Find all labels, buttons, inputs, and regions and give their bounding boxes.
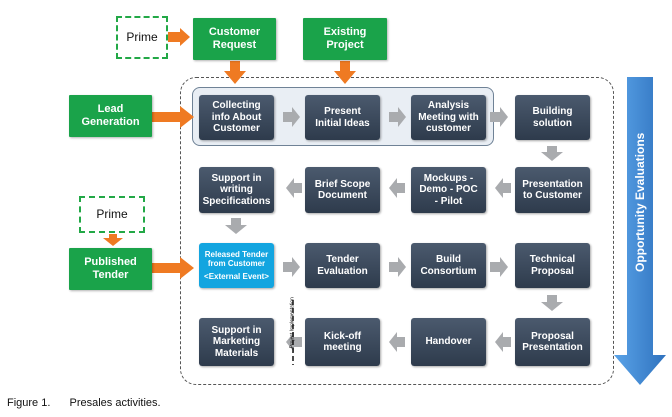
step-released-tender: Released Tender from Customer <External … bbox=[199, 243, 274, 288]
arrow-r4-3 bbox=[286, 332, 302, 352]
step-support-writing-specifications: Support in writing Specifications bbox=[199, 167, 274, 213]
step-building-solution: Building solution bbox=[515, 95, 590, 140]
arrow-prime-to-tender bbox=[103, 234, 123, 246]
lead-generation-box: Lead Generation bbox=[69, 95, 152, 137]
arrow-r3-2 bbox=[389, 257, 406, 277]
arrow-r1-3 bbox=[490, 107, 508, 127]
published-tender-box: Published Tender bbox=[69, 248, 152, 290]
arrow-r2-1 bbox=[495, 178, 511, 198]
prime-top-box: Prime bbox=[116, 16, 168, 59]
arrow-r2-2 bbox=[389, 178, 405, 198]
arrow-request-down bbox=[224, 61, 246, 84]
arrow-prime-to-request bbox=[168, 28, 190, 46]
process-container bbox=[180, 77, 614, 385]
arrow-r1-1 bbox=[283, 107, 300, 127]
released-tender-note: <External Event> bbox=[204, 271, 269, 281]
arrow-down-1 bbox=[541, 146, 563, 161]
arrow-existing-down bbox=[334, 61, 356, 84]
arrow-r3-3 bbox=[490, 257, 508, 277]
arrow-r1-2 bbox=[389, 107, 406, 127]
prime-bottom-box: Prime bbox=[79, 196, 145, 233]
arrow-r4-1 bbox=[495, 332, 511, 352]
opportunity-evaluations-arrow bbox=[614, 77, 666, 385]
step-brief-scope-document: Brief Scope Document bbox=[305, 167, 380, 213]
step-kickoff-meeting: Kick-off meeting bbox=[305, 318, 380, 366]
arrow-tender-to-released bbox=[152, 257, 194, 279]
step-handover: Handover bbox=[411, 318, 486, 366]
arrow-r3-1 bbox=[283, 257, 300, 277]
step-build-consortium: Build Consortium bbox=[411, 243, 486, 288]
customer-request-box: Customer Request bbox=[193, 18, 276, 60]
step-present-initial-ideas: Present Initial Ideas bbox=[305, 95, 380, 140]
step-presentation-to-customer: Presentation to Customer bbox=[515, 167, 590, 213]
figure-text: Presales activities. bbox=[69, 397, 161, 409]
step-proposal-presentation: Proposal Presentation bbox=[515, 318, 590, 366]
released-tender-title: Released Tender from Customer bbox=[204, 250, 269, 269]
step-collecting-info: Collecting info About Customer bbox=[199, 95, 274, 140]
step-tender-evaluation: Tender Evaluation bbox=[305, 243, 380, 288]
existing-project-box: Existing Project bbox=[303, 18, 387, 60]
arrow-down-2 bbox=[225, 218, 247, 234]
step-support-marketing-materials: Support in Marketing Materials bbox=[199, 318, 274, 366]
step-analysis-meeting: Analysis Meeting with customer bbox=[411, 95, 486, 140]
arrow-lead-to-collect bbox=[152, 106, 194, 128]
arrow-r2-3 bbox=[286, 178, 302, 198]
step-mockups-demo-poc-pilot: Mockups - Demo - POC - Pilot bbox=[411, 167, 486, 213]
arrow-down-3 bbox=[541, 295, 563, 311]
figure-caption: Figure 1. Presales activities. bbox=[7, 397, 161, 409]
step-technical-proposal: Technical Proposal bbox=[515, 243, 590, 288]
opportunity-evaluations-label: Opportunity Evaluations bbox=[633, 132, 647, 272]
arrow-r4-2 bbox=[389, 332, 405, 352]
project-implementation-label: Project Implementation bbox=[289, 297, 296, 349]
figure-number: Figure 1. bbox=[7, 397, 51, 409]
